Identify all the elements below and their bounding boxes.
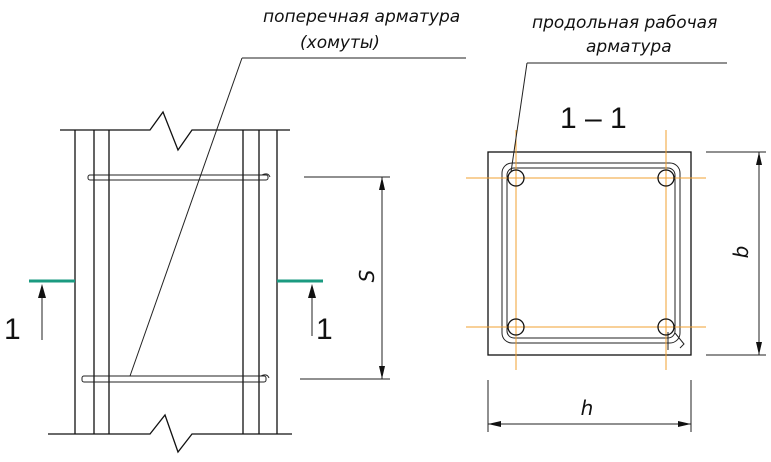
- dim-h-label: h: [581, 396, 594, 420]
- transverse-label-line1: поперечная арматура: [263, 7, 460, 27]
- rebar-bottom-left: [507, 318, 525, 336]
- section-stirrup-inner: [506, 167, 676, 339]
- top-break-line: [60, 110, 290, 152]
- dim-b-label: b: [729, 246, 753, 259]
- rebar-top-left: [507, 169, 525, 187]
- rebar-top-right: [657, 169, 675, 187]
- cross-section: [466, 62, 727, 370]
- transverse-leader: [129, 57, 243, 377]
- section-mark-right: [277, 279, 323, 336]
- section-mark-left-label: 1: [4, 313, 21, 346]
- rebar-bottom-right: [657, 318, 675, 336]
- section-mark-left: [29, 279, 75, 340]
- longitudinal-label-line1: продольная рабочая: [532, 13, 717, 33]
- bottom-break-line: [48, 413, 292, 454]
- dim-s-label: S: [355, 269, 379, 282]
- transverse-label-line2: (хомуты): [300, 33, 380, 53]
- section-mark-right-label: 1: [316, 313, 333, 346]
- dimension-h: [487, 380, 692, 432]
- dimension-b: [706, 151, 766, 356]
- stirrup-bottom: [81, 374, 270, 383]
- stirrup-top: [87, 173, 271, 181]
- longitudinal-leader: [510, 62, 528, 173]
- section-outline: [487, 151, 692, 356]
- dimension-s: [300, 176, 390, 380]
- section-title: 1 – 1: [560, 102, 627, 135]
- column-elevation: [48, 57, 466, 454]
- section-stirrup-outer: [501, 162, 681, 344]
- longitudinal-label-line2: арматура: [586, 37, 672, 57]
